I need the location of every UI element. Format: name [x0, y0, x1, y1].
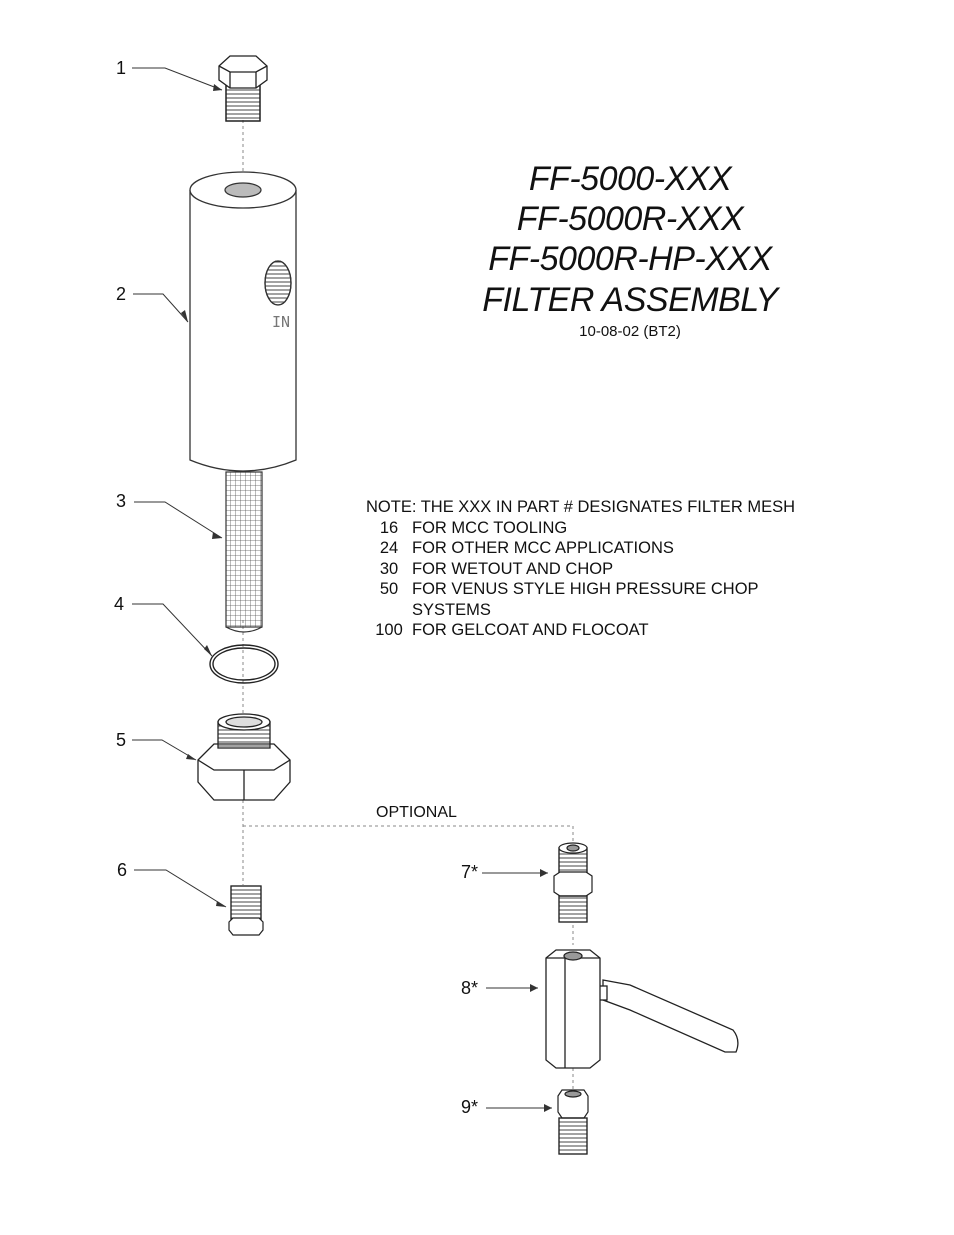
part-3-mesh-screen: [225, 471, 263, 633]
mesh-use: FOR VENUS STYLE HIGH PRESSURE CHOP: [412, 580, 759, 598]
note-row: 100 FOR GELCOAT AND FLOCOAT: [366, 620, 795, 641]
note-heading: NOTE: THE XXX IN PART # DESIGNATES FILTE…: [366, 498, 796, 516]
part-4-o-ring: [209, 644, 279, 684]
part-2-filter-housing: [189, 171, 297, 472]
optional-label: OPTIONAL: [376, 804, 457, 821]
callout-4: 4: [114, 594, 125, 614]
part-7-nipple: [553, 842, 593, 923]
callout-9: 9*: [461, 1097, 479, 1117]
callout-5: 5: [116, 730, 127, 750]
mesh-size: 30: [379, 559, 399, 578]
note-row: 16 FOR MCC TOOLING: [366, 518, 795, 539]
center-axis: [242, 120, 574, 1090]
leader-arrowheads: [181, 84, 552, 1112]
part-8-ball-valve: [545, 949, 739, 1069]
mesh-size: 100: [375, 621, 403, 639]
part-9-nipple: [557, 1089, 589, 1155]
mesh-note: NOTE: THE XXX IN PART # DESIGNATES FILTE…: [366, 497, 795, 641]
callout-1: 1: [116, 58, 127, 78]
title-model-3: FF-5000R-HP-XXX: [488, 240, 772, 278]
note-row: 50 FOR VENUS STYLE HIGH PRESSURE CHOP: [366, 579, 795, 600]
mesh-use: SYSTEMS: [412, 600, 491, 619]
mesh-use: FOR GELCOAT AND FLOCOAT: [412, 621, 649, 639]
title-model-2: FF-5000R-XXX: [516, 200, 744, 238]
mesh-size: 24: [379, 539, 399, 557]
callout-6: 6: [117, 860, 128, 880]
title-model-1: FF-5000-XXX: [528, 160, 732, 198]
note-row: SYSTEMS: [366, 600, 795, 621]
mesh-use: FOR MCC TOOLING: [412, 518, 568, 537]
note-row: 24 FOR OTHER MCC APPLICATIONS: [366, 538, 795, 559]
title-assembly: FILTER ASSEMBLY: [482, 281, 778, 319]
part-1-hex-plug: [218, 55, 268, 122]
callout-2: 2: [116, 284, 127, 304]
mesh-use: FOR OTHER MCC APPLICATIONS: [412, 539, 674, 557]
callout-8: 8*: [461, 978, 479, 998]
leader-lines: [132, 67, 552, 1109]
part-5-hex-adapter: [197, 713, 291, 801]
note-row: 30 FOR WETOUT AND CHOP: [366, 559, 795, 580]
mesh-use: FOR WETOUT AND CHOP: [412, 559, 614, 578]
revision-date: 10-08-02 (BT2): [579, 323, 681, 340]
mesh-size: 16: [379, 518, 399, 537]
callout-3: 3: [116, 491, 127, 511]
mesh-size: [366, 600, 412, 621]
mesh-size: 50: [379, 580, 399, 598]
inlet-label: IN: [272, 313, 291, 331]
part-6-plug: [228, 885, 264, 936]
callout-7: 7*: [461, 862, 479, 882]
